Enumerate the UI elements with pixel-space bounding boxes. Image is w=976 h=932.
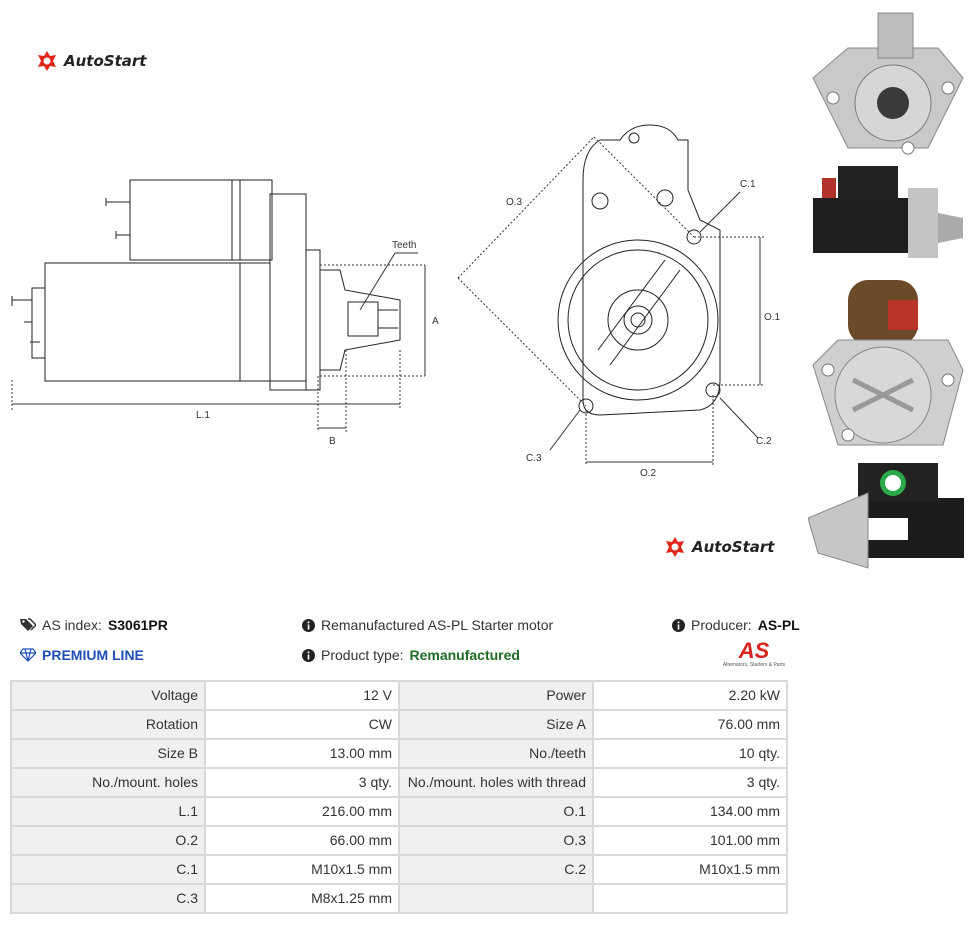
spec-value: M10x1.5 mm [594,856,786,883]
premium-line-text: PREMIUM LINE [42,647,144,663]
producer-value: AS-PL [757,617,800,633]
spec-label: C.3 [12,885,204,912]
spec-label: Voltage [12,682,204,709]
as-pl-logo-mark: AS [738,638,770,663]
spec-value: 216.00 mm [206,798,398,825]
dim-c2-label: C.2 [756,436,772,447]
spec-label: No./mount. holes [12,769,204,796]
spec-label: C.2 [400,856,592,883]
spec-label: O.2 [12,827,204,854]
spec-value: 3 qty. [594,769,786,796]
autostart-logo: AutoStart [36,50,146,72]
flange-outer-circle [557,239,719,401]
spec-value: 3 qty. [206,769,398,796]
info-icon [302,618,315,632]
mount-flange [582,124,721,416]
autostart-logo-text: AutoStart [692,538,775,556]
hole-c1 [686,229,702,245]
dim-c1-label: C.1 [740,179,756,190]
dim-c3-label: C.3 [526,453,542,464]
dim-b-label: B [329,436,336,447]
info-icon [672,618,685,632]
dim-a-label: A [432,316,439,327]
spec-label: O.1 [400,798,592,825]
autostart-logo-icon [666,537,684,557]
spec-label: Size A [400,711,592,738]
tags-icon [20,618,36,631]
producer-label: Producer: [691,617,752,633]
product-description: Remanufactured AS-PL Starter motor [302,617,553,633]
starter-photo-side[interactable] [808,158,968,266]
info-icon [302,648,315,662]
spec-label: No./mount. holes with thread [400,769,592,796]
starter-photo-label[interactable] [808,458,968,576]
spec-value: 13.00 mm [206,740,398,767]
diamond-icon [20,648,36,662]
product-type-label: Product type: [321,647,404,663]
spec-value: M10x1.5 mm [206,856,398,883]
as-index: AS index: S3061PR [20,617,168,633]
autostart-logo-bottom: AutoStart [664,536,774,558]
technical-drawing: Teeth A B L.1 O.1 O.2 O.3 C.1 C. [11,124,781,479]
spec-value: 12 V [206,682,398,709]
spec-value: CW [206,711,398,738]
starter-photo-rear[interactable] [808,270,968,455]
dim-o1-label: O.1 [764,312,781,323]
as-index-label: AS index: [42,617,102,633]
autostart-logo-icon [38,51,56,71]
spec-value: 134.00 mm [594,798,786,825]
spec-label: Size B [12,740,204,767]
spec-value: 101.00 mm [594,827,786,854]
spec-value: 10 qty. [594,740,786,767]
producer: Producer: AS-PL [672,617,800,633]
as-index-value: S3061PR [107,617,168,633]
solenoid-body [129,179,241,261]
autostart-logo-text: AutoStart [64,52,147,70]
spec-label: Rotation [12,711,204,738]
as-pl-tagline: Alternators, Starters & Parts [722,662,786,668]
dim-l1-label: L.1 [196,410,210,421]
product-type-value: Remanufactured [409,647,520,663]
spec-value [594,885,786,912]
starter-photo-front[interactable] [808,8,968,158]
spec-value: 66.00 mm [206,827,398,854]
spec-label: L.1 [12,798,204,825]
spec-label [400,885,592,912]
teeth-label: Teeth [392,240,416,251]
description-text: Remanufactured AS-PL Starter motor [321,617,554,633]
as-pl-logo: AS Alternators, Starters & Parts [716,638,792,669]
motor-body [44,262,241,382]
spec-label: O.3 [400,827,592,854]
dim-o2-label: O.2 [640,468,657,479]
spec-label: C.1 [12,856,204,883]
dim-o3-label: O.3 [506,197,523,208]
spec-label: No./teeth [400,740,592,767]
spec-value: M8x1.25 mm [206,885,398,912]
spec-label: Power [400,682,592,709]
spec-value: 76.00 mm [594,711,786,738]
hole-c3 [578,398,594,414]
product-type: Product type: Remanufactured [302,647,520,663]
premium-line: PREMIUM LINE [20,647,144,663]
spec-value: 2.20 kW [594,682,786,709]
